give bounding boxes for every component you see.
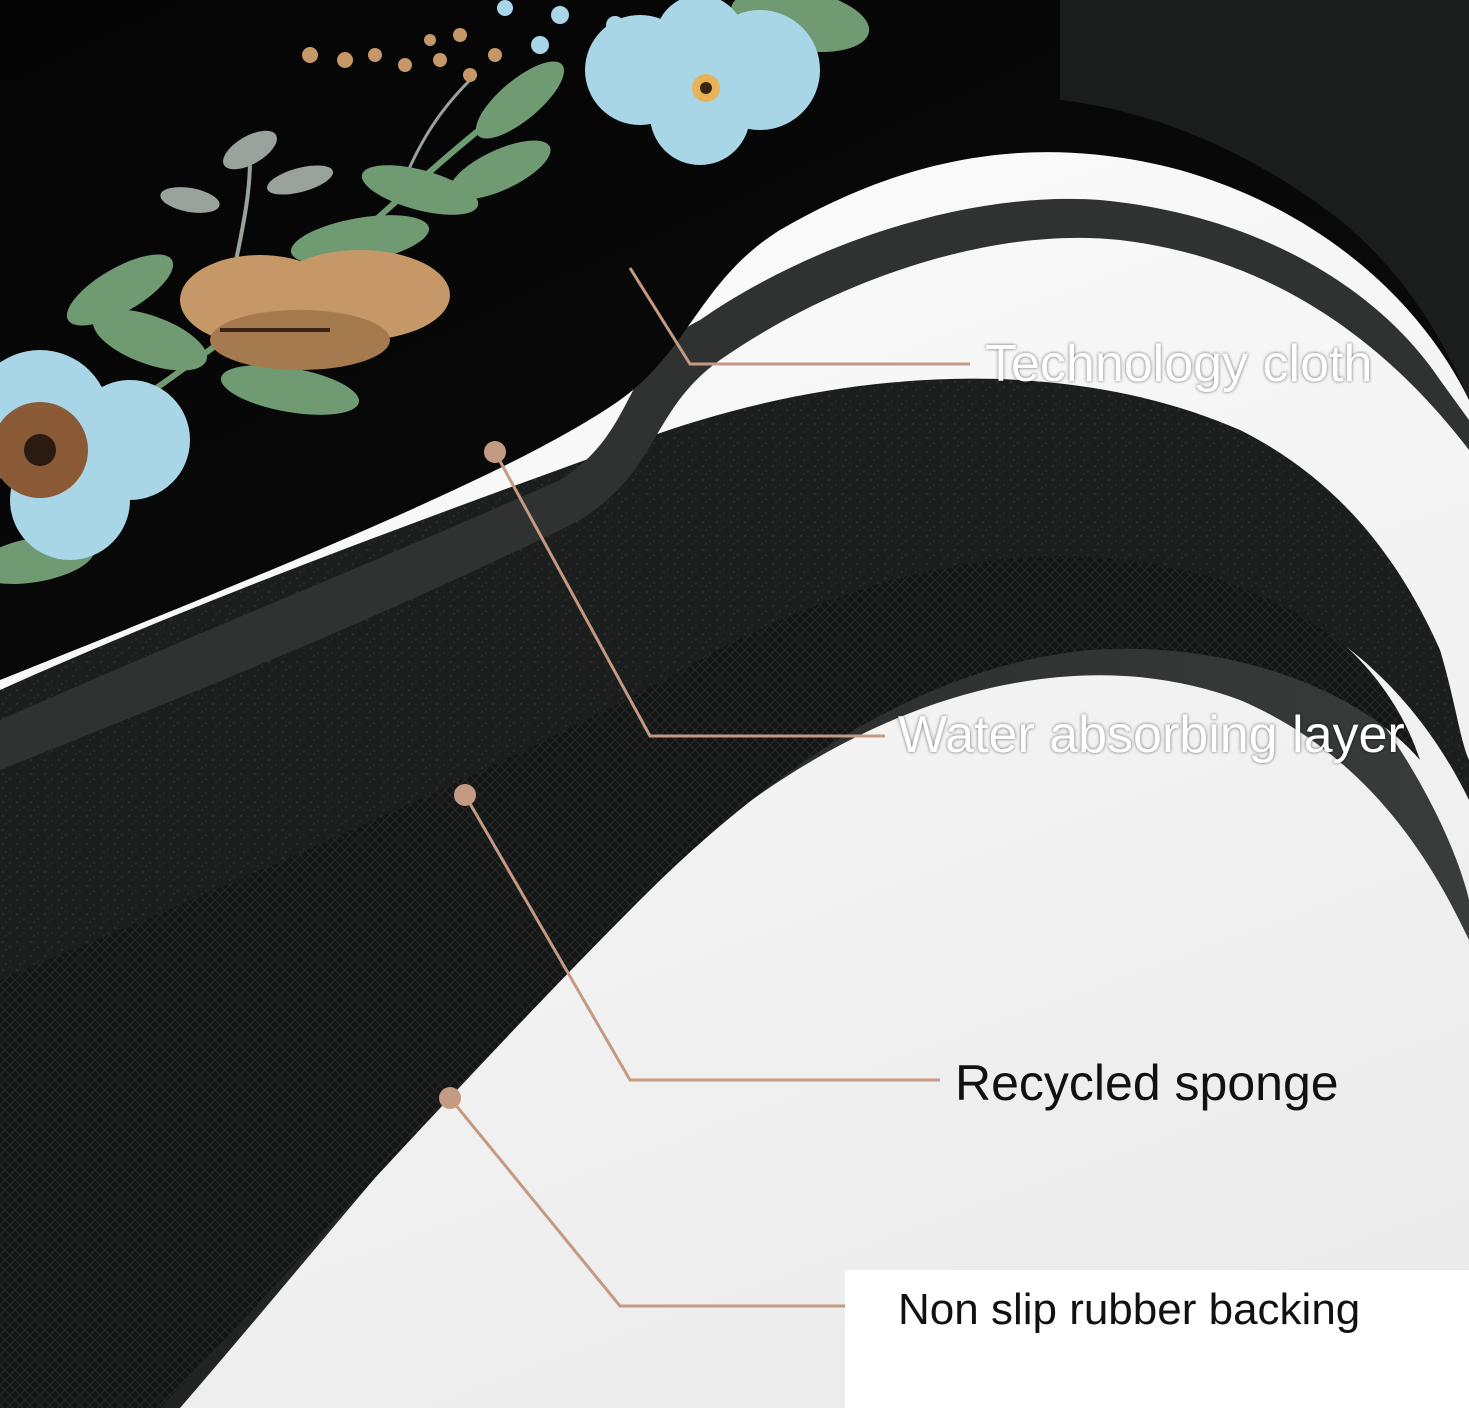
leaf <box>160 187 220 213</box>
leaf <box>267 165 333 195</box>
label-background-box <box>845 1270 1469 1408</box>
leaf <box>475 61 565 139</box>
berries <box>302 28 502 82</box>
leaf <box>290 215 430 265</box>
water-absorbing-layer-label: Water absorbing layer <box>898 706 1405 764</box>
recycled-sponge-dot <box>454 784 476 806</box>
recycled-sponge-leader-line <box>463 794 940 1082</box>
leader-dots <box>439 441 506 1109</box>
leaf <box>93 309 207 371</box>
technology-cloth-edge <box>0 198 1469 770</box>
tan-flower <box>180 250 450 370</box>
leader-lines <box>448 267 970 1308</box>
technology-cloth-label: Technology cloth <box>985 335 1373 393</box>
non-slip-rubber-backing-label: Non slip rubber backing <box>898 1285 1361 1334</box>
non-slip-rubber-backing-dot <box>439 1087 461 1109</box>
leaf <box>449 140 551 200</box>
blue-flower <box>585 0 820 165</box>
non-slip-rubber-backing-leader-line <box>448 1097 845 1308</box>
water-absorbing-layer <box>0 378 1469 980</box>
recycled-sponge-label: Recycled sponge <box>955 1055 1339 1111</box>
mat-curl-lip <box>1060 0 1469 400</box>
blue-flower <box>0 350 190 560</box>
leaf <box>66 254 174 326</box>
leaf <box>220 365 360 415</box>
tiny-florets <box>497 0 624 54</box>
leaf <box>223 130 277 170</box>
technology-cloth-leader-line <box>628 267 970 366</box>
water-absorbing-layer-dot <box>484 441 506 463</box>
floral-print <box>0 0 870 585</box>
leaf <box>361 165 479 215</box>
water-absorbing-layer-leader-line <box>493 451 885 738</box>
